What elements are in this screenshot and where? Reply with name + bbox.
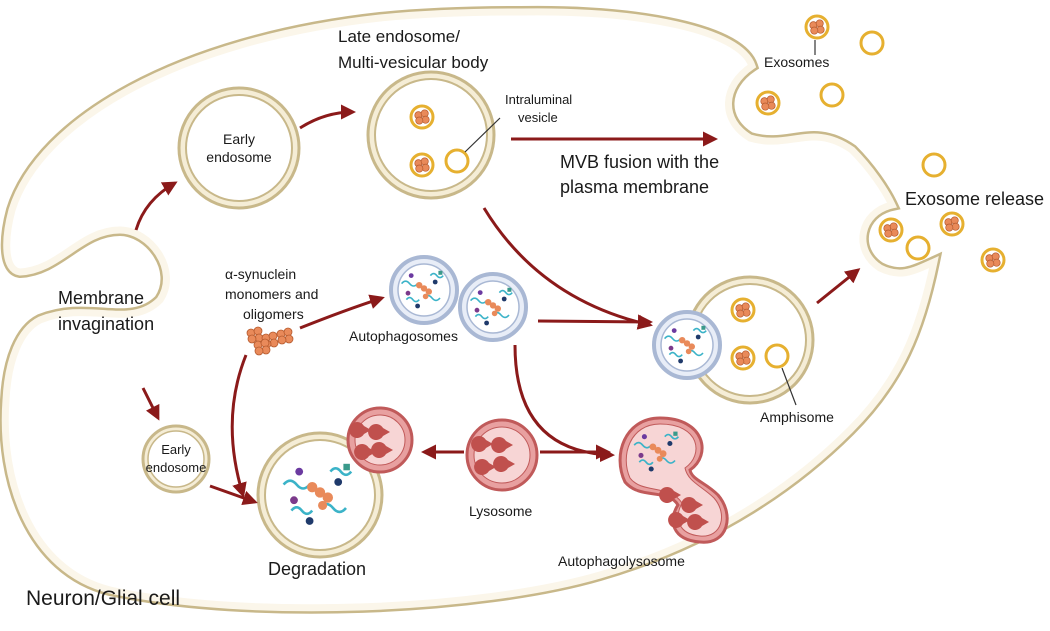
exosome-budding-2 [819, 82, 845, 108]
early-endosome-top-label-2: endosome [206, 149, 272, 165]
pathway-arrows [134, 104, 861, 506]
early-endosome-bottom-label-1: Early [161, 442, 191, 457]
exosomes-label: Exosomes [764, 54, 829, 70]
mvb-fusion-label-2: plasma membrane [560, 177, 709, 197]
intraluminal-label-2: vesicle [518, 110, 558, 125]
cell-label: Neuron/Glial cell [26, 587, 180, 610]
exosome-free-2 [859, 30, 885, 56]
exosome-release-1 [880, 219, 902, 241]
exosome-release-3 [941, 213, 963, 235]
autophagosome-1 [389, 255, 459, 325]
autophagosome-2 [458, 272, 528, 342]
autophagolysosome [618, 416, 729, 544]
exosome-release-label: Exosome release [905, 189, 1044, 209]
intraluminal-vesicle-3 [444, 148, 470, 174]
degradation-vesicle [256, 406, 414, 559]
early-endosome-top-label-1: Early [223, 131, 255, 147]
arrow-invagination-to-early-endosome-bottom [141, 387, 160, 421]
amphisome-label: Amphisome [760, 409, 834, 425]
exosome-free-1 [806, 16, 828, 38]
intraluminal-vesicle-1 [411, 106, 433, 128]
lysosome-label: Lysosome [469, 503, 533, 519]
amphisome [652, 275, 815, 406]
exosome-release-2 [905, 235, 931, 261]
autophagolysosome-label: Autophagolysosome [558, 553, 685, 569]
exosome-budding-1 [757, 92, 779, 114]
early-endosome-bottom-label-2: endosome [146, 460, 207, 475]
early-endosome-bottom [141, 424, 211, 494]
autophagosomes-label: Autophagosomes [349, 328, 458, 344]
synuclein-label-2: monomers and [225, 286, 318, 302]
late-endosome-label-2: Multi-vesicular body [338, 53, 489, 72]
early-endosome-top [177, 86, 301, 210]
membrane-invagination-label-1: Membrane [58, 288, 144, 308]
intraluminal-vesicle-2 [411, 154, 433, 176]
arrow-amphisome-to-release [816, 268, 861, 305]
exosome-release-4 [982, 249, 1004, 271]
lysosome [465, 418, 539, 492]
arrow-synuclein-to-autophagosome [299, 294, 385, 330]
multivesicular-body [366, 70, 501, 200]
arrow-autophagosome-to-amphisome [537, 314, 653, 330]
arrow-early-endosome-to-degradation [209, 484, 258, 506]
arrow-mvb-to-amphisome [482, 207, 653, 330]
mvb-fusion-label-1: MVB fusion with the [560, 152, 719, 172]
synuclein-label-3: oligomers [243, 306, 304, 322]
arrow-synuclein-to-degradation [230, 354, 248, 498]
synuclein-label-1: α-synuclein [225, 266, 296, 282]
exosome-free-3 [921, 152, 947, 178]
arrow-invagination-to-early-endosome [134, 181, 178, 231]
membrane-invagination-label-2: invagination [58, 314, 154, 334]
degradation-label: Degradation [268, 559, 366, 579]
intraluminal-label-1: Intraluminal [505, 92, 572, 107]
late-endosome-label-1: Late endosome/ [338, 27, 460, 46]
arrow-early-to-late-endosome [299, 104, 356, 130]
